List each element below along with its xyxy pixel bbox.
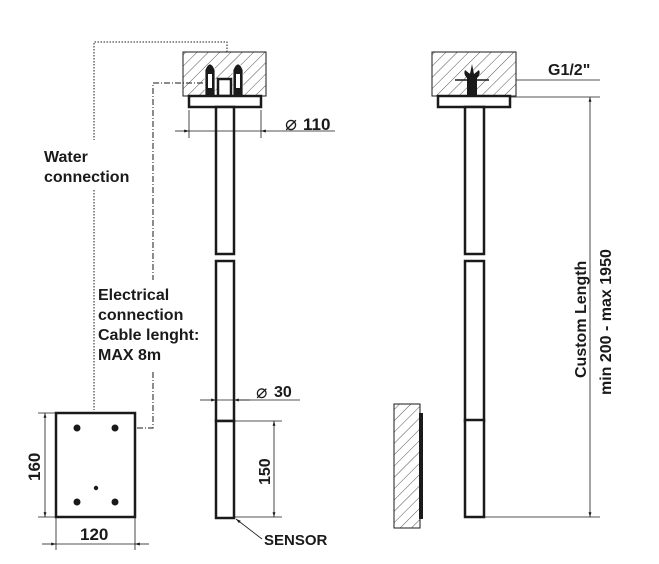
tube-sensor bbox=[463, 418, 486, 519]
tube-upper bbox=[463, 105, 486, 256]
tube-sensor bbox=[214, 419, 236, 520]
electrical-label-line2: connection bbox=[98, 307, 183, 324]
tube-diameter-label: 30 bbox=[274, 384, 292, 401]
flange bbox=[187, 94, 263, 109]
box-width-label: 120 bbox=[80, 525, 108, 544]
diameter-symbol: ⌀ bbox=[285, 113, 297, 135]
sensor-length-label: 150 bbox=[257, 458, 274, 485]
tube-middle bbox=[214, 259, 236, 423]
tube-middle bbox=[463, 259, 486, 423]
connection-lines bbox=[93, 41, 228, 429]
front-view: ⌀ 110 ⌀ 30 150 SENSOR bbox=[175, 51, 335, 549]
water-connection-label-line1: Water bbox=[44, 149, 88, 166]
flange-diameter-label: 110 bbox=[303, 115, 330, 134]
water-connection-label-line2: connection bbox=[44, 169, 129, 186]
flange bbox=[436, 94, 512, 109]
sensor-label: SENSOR bbox=[264, 532, 328, 549]
diameter-symbol: ⌀ bbox=[256, 382, 267, 403]
thread-connector-icon bbox=[455, 64, 489, 96]
valve-icon bbox=[204, 63, 244, 98]
thread-label: G1/2" bbox=[548, 62, 590, 79]
custom-length-label-line2: min 200 - max 1950 bbox=[598, 249, 615, 395]
box-height-label: 160 bbox=[25, 453, 44, 481]
electrical-label-line3: Cable lenght: bbox=[98, 327, 199, 344]
electrical-label-line4: MAX 8m bbox=[98, 347, 161, 364]
electrical-label-line1: Electrical bbox=[98, 287, 169, 304]
custom-length-label-line1: Custom Length bbox=[573, 261, 590, 378]
control-box: 160 120 bbox=[25, 411, 149, 550]
side-view: G1/2" Custom Length min 200 - max 1950 bbox=[393, 51, 615, 529]
tube-upper bbox=[214, 105, 236, 256]
control-box-side bbox=[393, 403, 421, 529]
